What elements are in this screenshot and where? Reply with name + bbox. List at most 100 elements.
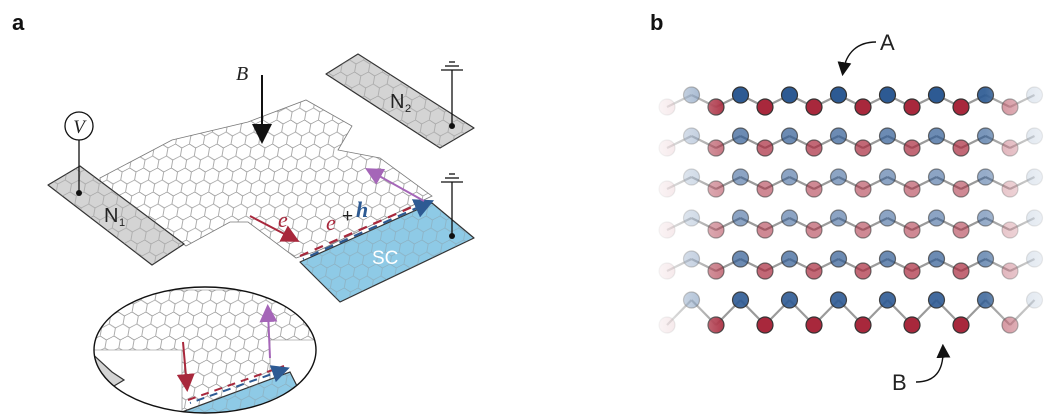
lead-n1-label: N (104, 205, 118, 227)
lattice-atom-a (927, 209, 946, 227)
lead-n1: N 1 (47, 165, 185, 266)
lattice-atom-a (927, 168, 946, 186)
lattice-atom-b (903, 180, 921, 198)
lattice-atom-b (756, 98, 774, 116)
hybrid-edge-red-dashes (299, 198, 429, 258)
lattice-atom-b (903, 316, 921, 334)
lattice-atom-a (731, 291, 750, 309)
lattice-atom-a (878, 291, 897, 309)
lattice-atom-b (854, 139, 872, 157)
sublattice-a-annotation: A (837, 30, 895, 77)
plus-sign: + (342, 206, 353, 227)
lattice-atom-b (854, 98, 872, 116)
lead-n2-label: N (390, 91, 404, 113)
voltmeter-label: V (73, 117, 87, 138)
lattice-atom-a (731, 127, 750, 145)
lattice-atom-a (927, 291, 946, 309)
lattice-atom-a (829, 250, 848, 268)
lattice-atom-b (854, 180, 872, 198)
lattice-atom-a (731, 209, 750, 227)
lattice-fade-right (985, 80, 1064, 350)
lattice-atom-b (756, 316, 774, 334)
lattice-atom-a (780, 250, 799, 268)
lattice-atom-b (903, 139, 921, 157)
magnetic-field-label: B (236, 63, 248, 85)
superconductor-label: SC (372, 248, 398, 269)
lattice-atom-a (878, 168, 897, 186)
lattice-atom-a (829, 127, 848, 145)
superconductor: SC (299, 202, 475, 303)
lattice-atom-a (927, 86, 946, 104)
lattice-atom-a (829, 86, 848, 104)
hole-label: h (356, 197, 368, 222)
lattice-atom-a (878, 86, 897, 104)
lattice-atom-b (805, 221, 823, 239)
lattice-atom-a (780, 168, 799, 186)
inset-andreev-arrow (259, 304, 278, 359)
electron-label: e (278, 207, 288, 232)
lattice-atom-b (952, 221, 970, 239)
lattice-atom-b (903, 98, 921, 116)
lattice-atom-b (854, 316, 872, 334)
lattice-atom-b (903, 221, 921, 239)
lattice-atom-b (756, 139, 774, 157)
lattice-atom-b (756, 262, 774, 280)
lattice-atom-b (756, 180, 774, 198)
magnetic-field-arrow: B (236, 63, 272, 144)
hybrid-electron-label: e (326, 210, 336, 235)
lattice-atom-a (927, 127, 946, 145)
zoom-circle (93, 286, 317, 414)
andreev-edge-arrow (365, 168, 425, 202)
zoom-inset (93, 286, 317, 414)
inset-hybrid-red (187, 365, 285, 401)
lattice-atom-a (927, 250, 946, 268)
lattice-atom-b (952, 262, 970, 280)
sublattice-b-arrow (915, 343, 951, 383)
lattice-atom-a (829, 291, 848, 309)
panel-a: a N 1 V N 2 (12, 10, 475, 414)
lattice-atom-a (780, 209, 799, 227)
lead-n2-subscript: 2 (405, 103, 411, 115)
lattice-atom-b (805, 180, 823, 198)
lattice-atom-b (952, 98, 970, 116)
lattice-atom-a (829, 168, 848, 186)
lattice-atom-a (878, 127, 897, 145)
electron-arrow (249, 215, 300, 242)
lattice-atom-a (878, 250, 897, 268)
lattice-atom-a (731, 168, 750, 186)
lattice-atom-a (780, 86, 799, 104)
ground-symbol-n2 (441, 61, 463, 129)
ground-symbol-sc (441, 173, 463, 239)
lattice-atom-b (952, 139, 970, 157)
lattice-atom-b (952, 316, 970, 334)
lattice-atom-a (780, 291, 799, 309)
lead-n1-subscript: 1 (119, 217, 125, 229)
lattice-atom-a (731, 250, 750, 268)
panel-b: b A B (650, 10, 1064, 395)
sublattice-b-label: B (892, 370, 907, 395)
lead-n2: N 2 (325, 53, 475, 149)
voltmeter: V (64, 111, 94, 196)
lattice-atom-b (903, 262, 921, 280)
lattice-atom-b (854, 221, 872, 239)
sublattice-b-annotation: B (892, 343, 951, 395)
lattice-atom-b (854, 262, 872, 280)
lattice-atom-b (805, 98, 823, 116)
inset-electron-arrow (176, 341, 195, 392)
panel-b-label: b (650, 10, 663, 35)
lattice-fade-left (655, 80, 725, 350)
lattice-atom-b (805, 262, 823, 280)
voltmeter-circle (64, 111, 94, 141)
lattice-atom-b (952, 180, 970, 198)
inset-hybrid-blue (189, 365, 290, 404)
lattice-atom-a (878, 209, 897, 227)
lattice-atom-b (805, 139, 823, 157)
sublattice-a-label: A (880, 30, 895, 55)
panel-a-label: a (12, 10, 25, 35)
lattice-atom-b (756, 221, 774, 239)
lattice-atom-a (731, 86, 750, 104)
lattice-atom-a (829, 209, 848, 227)
lattice-atom-b (805, 316, 823, 334)
sublattice-a-arrow (837, 41, 877, 77)
